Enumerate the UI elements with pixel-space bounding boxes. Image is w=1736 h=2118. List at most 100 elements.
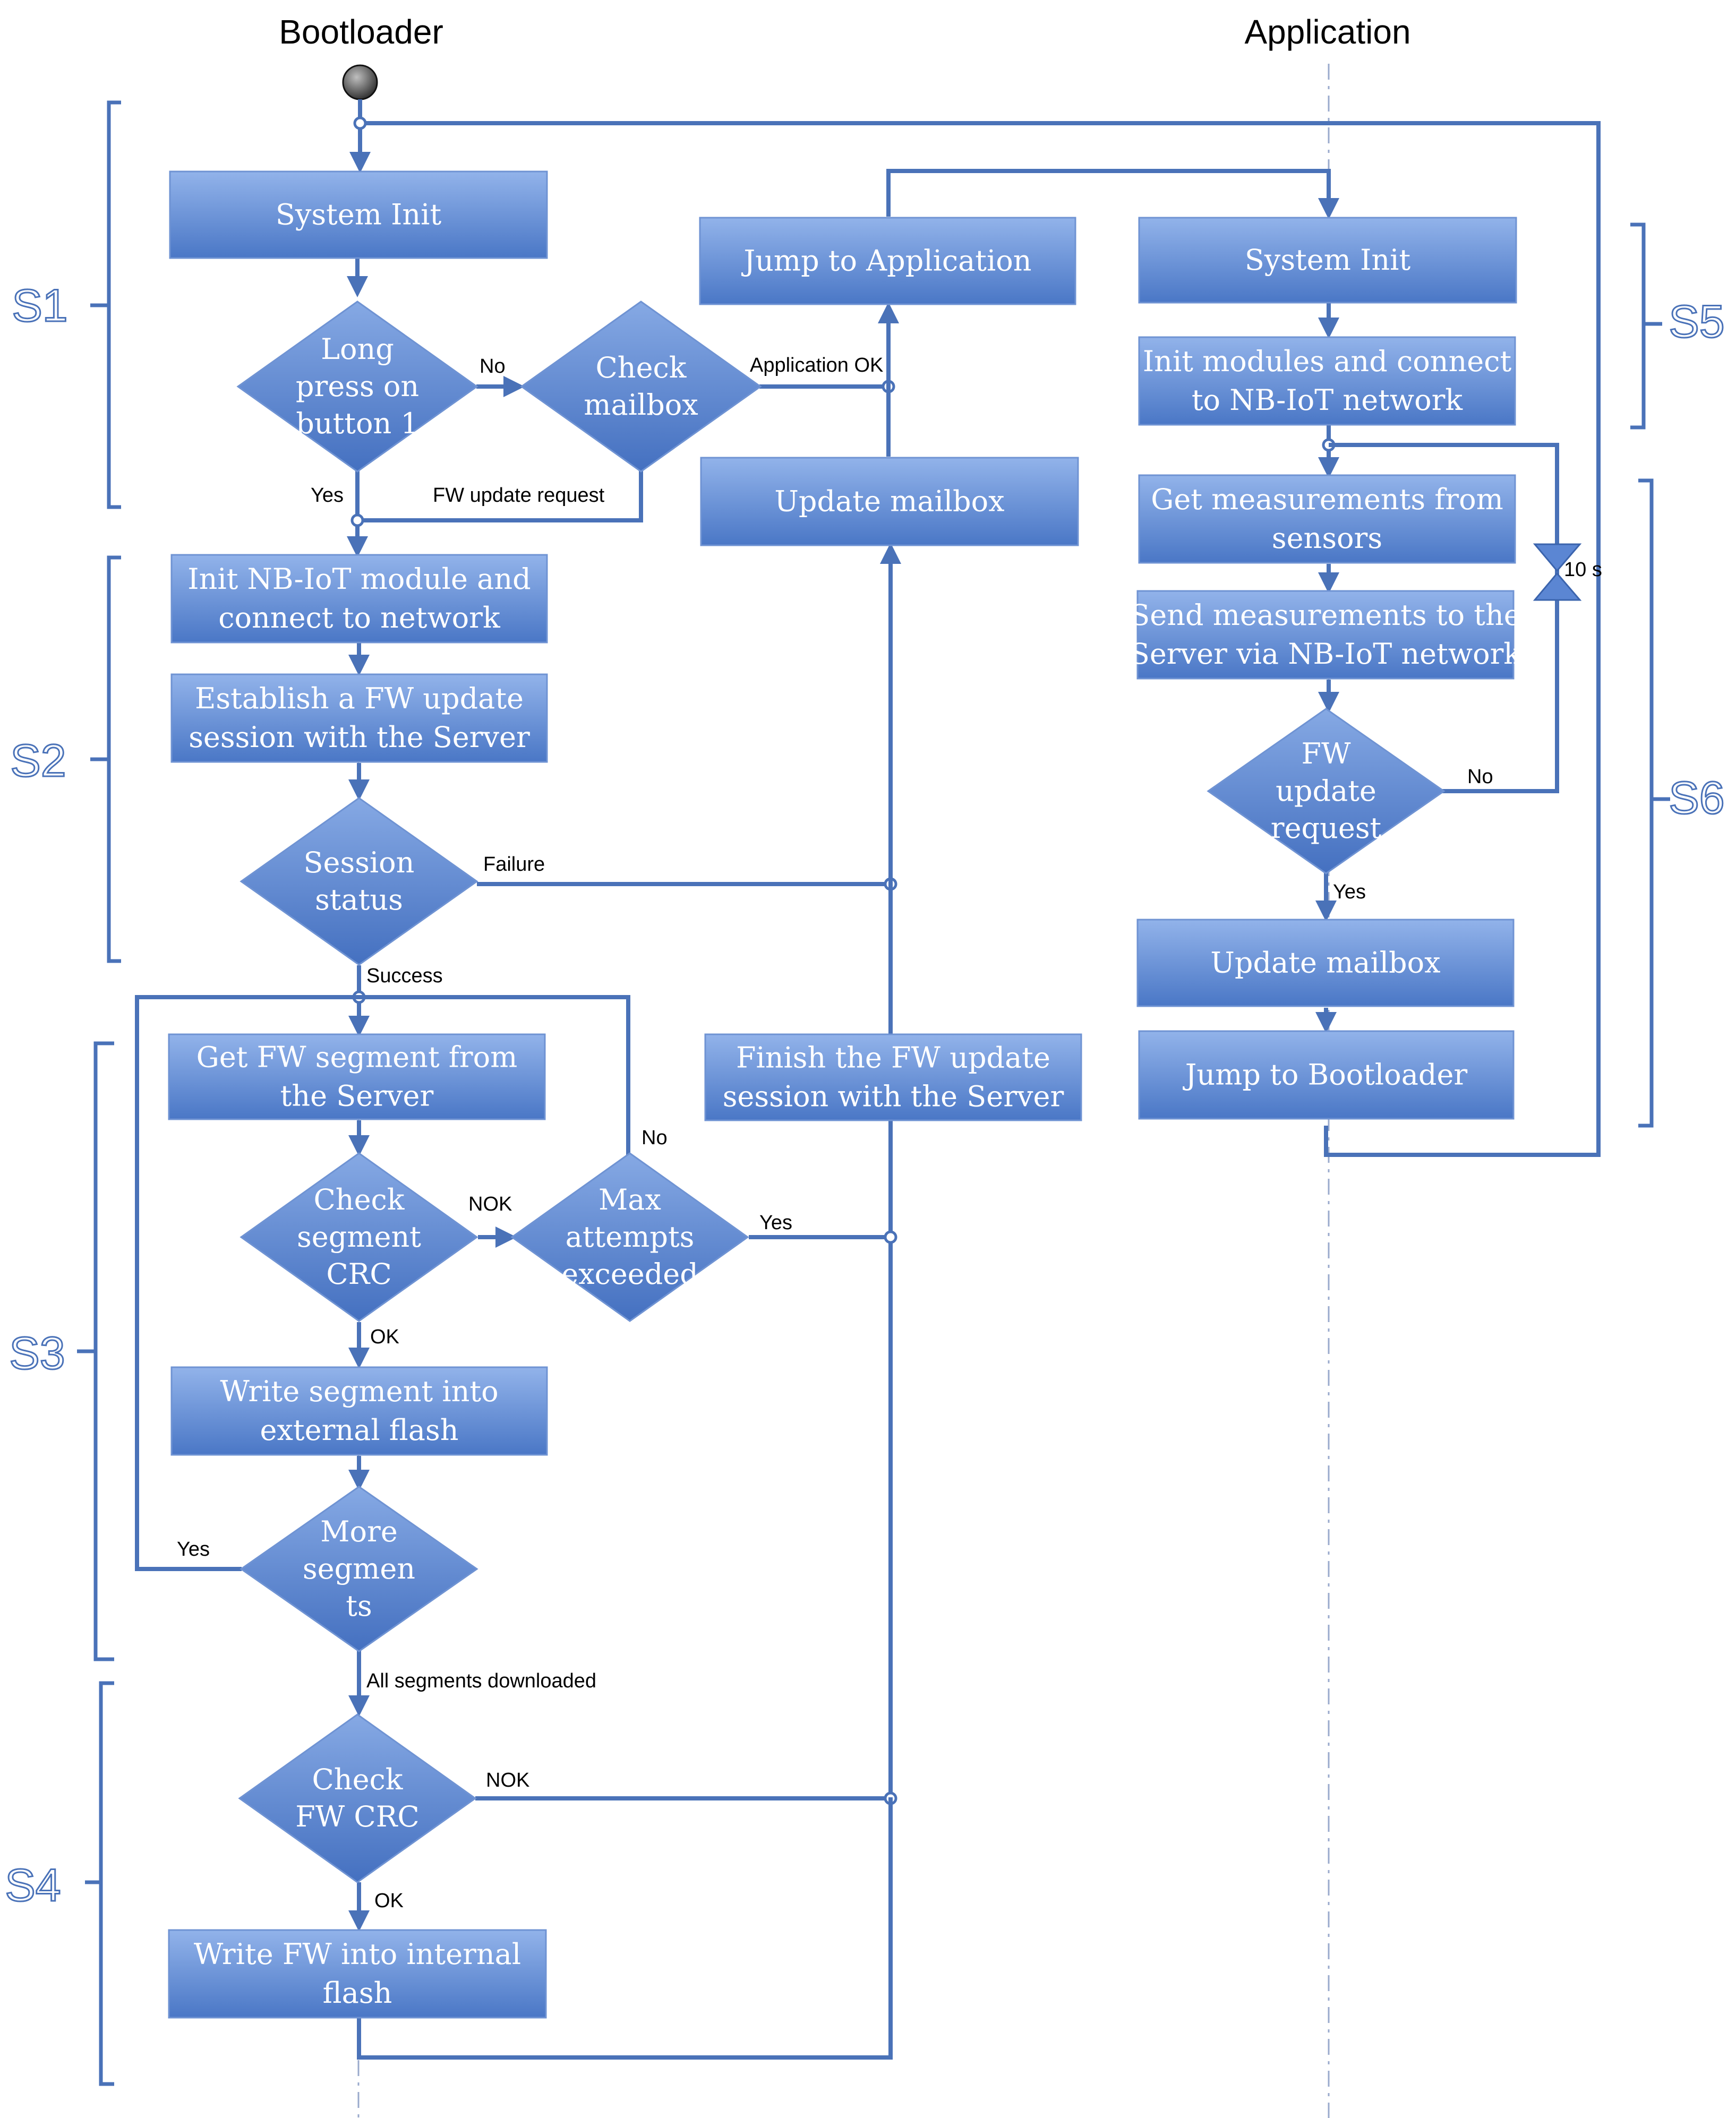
stage-label-s3: S3: [9, 1328, 65, 1379]
step-label: the Server: [280, 1079, 434, 1113]
decision-diamond: [240, 1486, 478, 1652]
step-label: Jump to Bootloader: [1183, 1058, 1468, 1092]
decision-label: segment: [297, 1220, 421, 1254]
jump-to-application-step: Jump to Application: [699, 217, 1076, 305]
decision-diamond: [240, 1152, 478, 1322]
decision-label: request: [1271, 811, 1382, 845]
decision-label: mailbox: [584, 388, 698, 422]
connectors: [135, 99, 1601, 2060]
decision-label: Check: [313, 1183, 405, 1216]
step-label: Finish the FW update: [736, 1041, 1050, 1075]
decision-label: Long: [321, 332, 394, 366]
step-box: [1138, 217, 1517, 304]
label-no-fw-update-request: No: [1467, 766, 1493, 788]
system-init-application-step: System Init: [1138, 217, 1517, 304]
process-steps: System Init Init NB-IoT module andconnec…: [168, 170, 1522, 2019]
label-no-long-press: No: [480, 355, 506, 378]
step-box: [170, 1366, 548, 1456]
decision-label: Max: [598, 1183, 661, 1216]
decision-diamond: [520, 301, 762, 473]
step-label: connect to network: [218, 601, 501, 634]
step-label: Send measurements to the: [1130, 598, 1520, 632]
label-yes-max-attempts: Yes: [759, 1212, 792, 1234]
label-no-max-attempts: No: [642, 1127, 668, 1149]
edge-labels: No Yes FW update request Application OK …: [177, 354, 1602, 1912]
label-nok-segment: NOK: [468, 1193, 512, 1215]
step-label: session with the Server: [189, 721, 530, 754]
write-external-flash-step: Write segment into external flash: [170, 1366, 548, 1456]
decision-label: Session: [304, 846, 415, 879]
label-yes-fw-update-request: Yes: [1333, 881, 1366, 903]
decision-label: Check: [595, 351, 687, 384]
finish-session-step: Finish the FW update session with the Ser…: [704, 1033, 1082, 1121]
start-node: [342, 64, 378, 100]
step-box: [170, 673, 548, 763]
decision-diamond: [510, 1152, 749, 1322]
decision-label: CRC: [326, 1257, 391, 1291]
stage-label-s5: S5: [1669, 296, 1724, 347]
label-yes-more-segments: Yes: [177, 1538, 210, 1560]
decision-diamond: [1207, 708, 1446, 874]
stage-brackets: [77, 100, 1670, 2086]
decision-label: button 1: [296, 407, 419, 440]
stage-label-s2: S2: [10, 735, 66, 786]
decision-label: status: [315, 883, 403, 916]
step-label: external flash: [260, 1413, 459, 1447]
step-label: Write FW into internal: [194, 1937, 521, 1971]
system-init-bootloader-step: System Init: [169, 170, 548, 259]
step-label: Server via NB-IoT network: [1130, 637, 1522, 671]
get-measurements-step: Get measurements from sensors: [1138, 474, 1516, 564]
step-box: [1138, 474, 1516, 564]
step-box: [169, 170, 548, 259]
timer-hourglass-icon: [1533, 543, 1582, 601]
step-box: [1138, 1030, 1515, 1120]
update-mailbox-application-step: Update mailbox: [1136, 919, 1515, 1007]
label-yes-long-press: Yes: [311, 484, 344, 507]
decision-label: FW: [1302, 737, 1351, 770]
step-box: [168, 1929, 547, 2019]
stage-label-s4: S4: [5, 1860, 61, 1911]
decision-label: segmen: [303, 1552, 415, 1585]
step-label: Write segment into: [220, 1375, 498, 1408]
step-label: Update mailbox: [774, 485, 1004, 518]
decision-diamond: [236, 301, 478, 473]
step-box: [699, 217, 1076, 305]
step-label: session with the Server: [723, 1080, 1064, 1113]
label-application-ok: Application OK: [750, 354, 883, 376]
step-label: Get measurements from: [1151, 483, 1503, 516]
label-nok-fw-crc: NOK: [486, 1769, 529, 1791]
step-label: System Init: [1245, 243, 1411, 277]
decision-label: attempts: [566, 1220, 695, 1254]
update-mailbox-bootloader-step: Update mailbox: [700, 457, 1079, 546]
step-label: Update mailbox: [1210, 946, 1440, 980]
lane-title-application: Application: [1244, 13, 1410, 51]
step-label: flash: [323, 1976, 392, 2010]
label-all-segments-downloaded: All segments downloaded: [366, 1670, 596, 1692]
check-mailbox-decision: Check mailbox: [520, 301, 762, 473]
decision-diamond: [238, 1713, 477, 1883]
step-label: sensors: [1272, 521, 1382, 555]
check-fw-crc-decision: Check FW CRC: [238, 1713, 477, 1883]
write-internal-flash-step: Write FW into internal flash: [168, 1929, 547, 2019]
decision-label: Check: [312, 1763, 403, 1796]
step-box: [1138, 336, 1516, 426]
label-timer-10s: 10 s: [1564, 559, 1602, 581]
decision-label: FW CRC: [295, 1800, 419, 1833]
lane-title-bootloader: Bootloader: [279, 13, 443, 51]
stage-label-s6: S6: [1669, 773, 1724, 824]
step-label: Jump to Application: [741, 244, 1031, 278]
label-ok-fw-crc: OK: [374, 1890, 404, 1912]
step-label: Init modules and connect: [1143, 345, 1512, 378]
step-box: [704, 1033, 1082, 1121]
step-box: [168, 1033, 546, 1120]
decision-label: update: [1276, 774, 1376, 808]
